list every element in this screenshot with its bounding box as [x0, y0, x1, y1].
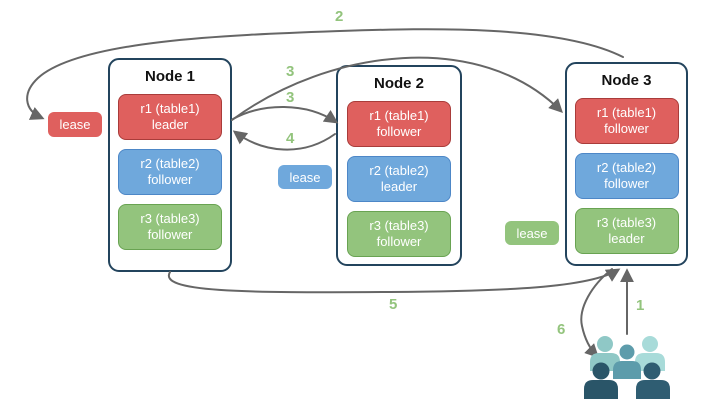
lease-label: lease [59, 117, 91, 132]
arrow-step2-node3-to-lease1 [26, 28, 624, 120]
node-1: Node 1 r1 (table1) leader r2 (table2) fo… [108, 58, 232, 272]
step-number-3b: 3 [286, 89, 295, 106]
replica-box-node2-r1: r1 (table1) follower [347, 101, 451, 147]
replica-label: r3 (table3) [369, 218, 429, 233]
node-title: Node 1 [144, 68, 195, 85]
lease-badge-table3: lease [505, 221, 559, 245]
replica-label: r3 (table3) [596, 215, 657, 230]
person-icon [584, 362, 618, 399]
replica-box-node2-r3: r3 (table3) follower [347, 211, 451, 257]
replica-box-node2-r2: r2 (table2) leader [347, 156, 451, 202]
replica-role: follower [604, 121, 649, 136]
step-number-1: 1 [636, 297, 645, 314]
node-2: Node 2 r1 (table1) follower r2 (table2) … [336, 65, 462, 266]
step-number-6: 6 [557, 321, 566, 338]
step-number-2: 2 [335, 8, 344, 25]
step-number-4: 4 [286, 130, 295, 147]
replica-role: leader [608, 231, 645, 246]
step-number-5: 5 [389, 296, 398, 313]
lease-badge-table2: lease [278, 165, 332, 189]
node-title: Node 3 [601, 72, 652, 89]
lease-badge-table1: lease [48, 112, 102, 137]
node-3: Node 3 r1 (table1) follower r2 (table2) … [565, 62, 688, 266]
replica-label: r2 (table2) [369, 163, 429, 178]
replica-box-node1-r3: r3 (table3) follower [118, 204, 222, 250]
arrow-step6-node3-to-users [580, 268, 613, 358]
replica-label: r2 (table2) [596, 160, 657, 175]
replica-label: r1 (table1) [596, 105, 657, 120]
replica-label: r3 (table3) [140, 211, 200, 226]
replica-label: r1 (table1) [140, 101, 200, 116]
replica-box-node3-r1: r1 (table1) follower [574, 98, 679, 144]
replica-role: leader [380, 179, 418, 194]
arrow-step5-node1-to-node3 [167, 268, 621, 294]
replica-role: follower [376, 124, 422, 139]
step-number-3a: 3 [286, 63, 295, 80]
arrow-step3-node1-to-node2 [232, 106, 339, 124]
lease-label: lease [289, 169, 321, 185]
replica-role: follower [376, 234, 422, 249]
replica-box-node3-r2: r2 (table2) follower [574, 153, 679, 199]
replica-box-node1-r2: r2 (table2) follower [118, 149, 222, 195]
replica-role: follower [147, 227, 193, 242]
replica-role: leader [151, 117, 189, 132]
person-icon [613, 344, 641, 379]
replica-box-node1-r1: r1 (table1) leader [118, 94, 222, 140]
replica-role: follower [147, 172, 193, 187]
arrow-step4-node2-to-node1 [232, 130, 336, 151]
node-title: Node 2 [373, 75, 424, 92]
replica-label: r1 (table1) [369, 108, 429, 123]
users-group-icon [584, 336, 670, 399]
replica-label: r2 (table2) [140, 156, 200, 171]
person-icon [636, 362, 670, 399]
replica-role: follower [604, 176, 649, 191]
lease-label: lease [516, 225, 548, 241]
arrow-step3-node1-to-node3 [231, 56, 563, 121]
replica-box-node3-r3: r3 (table3) leader [574, 208, 679, 254]
